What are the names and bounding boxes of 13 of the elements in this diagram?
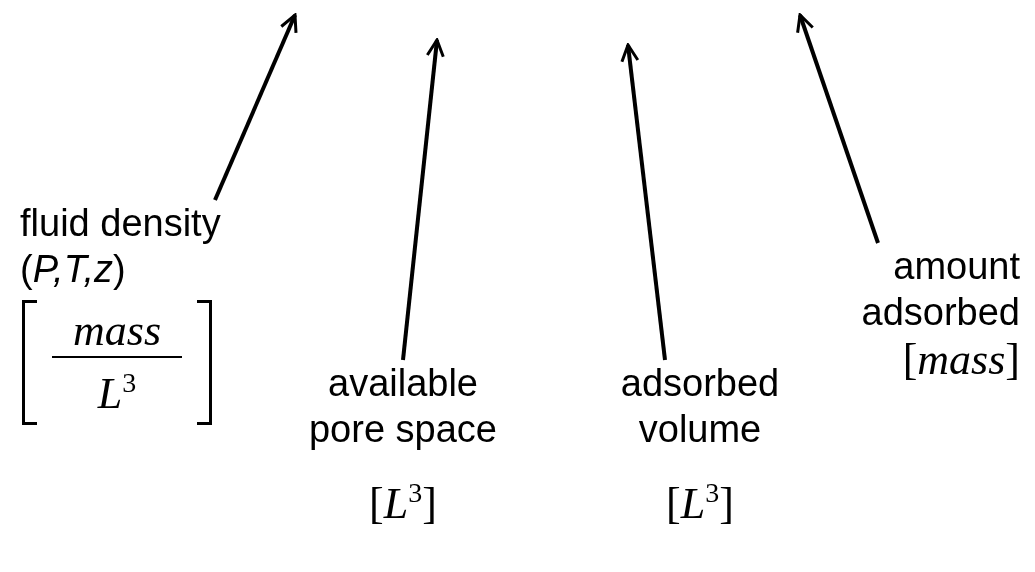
unit-text: [L$^{3}$] xyxy=(665,476,735,529)
unit-text: [L$^{3}$] xyxy=(368,476,438,529)
label-text: amount adsorbed xyxy=(860,244,1020,335)
label-text: available pore space xyxy=(308,361,498,452)
unit-fraction: mass L$^{3}$ xyxy=(20,300,214,425)
label-text: adsorbed volume xyxy=(619,361,781,452)
arrow xyxy=(796,13,880,244)
arrow xyxy=(213,13,298,201)
label-text: fluid density xyxy=(20,201,222,246)
variables-text: (P,T,z) xyxy=(20,247,127,292)
unit-text: [mass] xyxy=(901,335,1020,385)
arrow xyxy=(401,38,445,361)
arrow xyxy=(620,43,667,361)
